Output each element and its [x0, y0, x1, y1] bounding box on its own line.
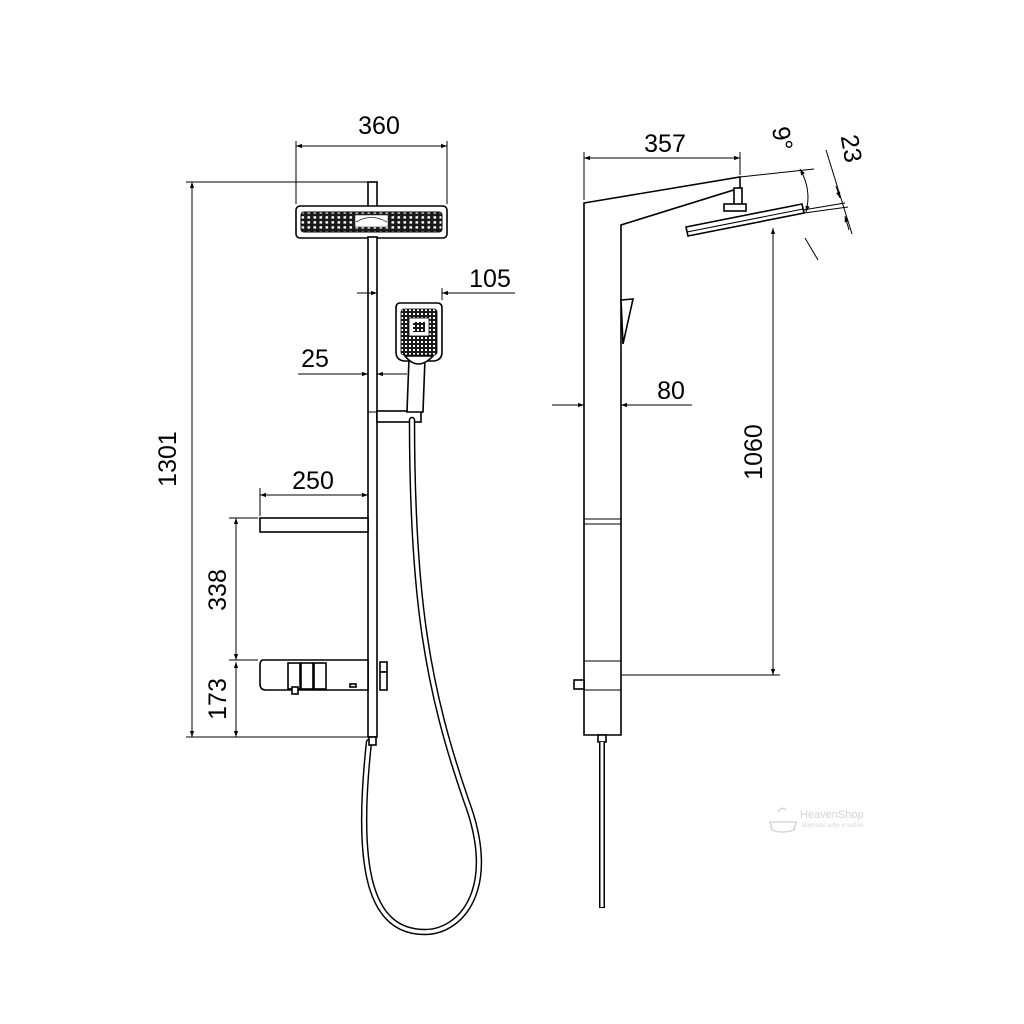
label-80: 80 — [657, 377, 685, 405]
label-360: 360 — [358, 112, 400, 140]
dimension-head-width: 360 — [295, 112, 448, 204]
label-250: 250 — [292, 467, 334, 495]
side-knob — [573, 679, 585, 690]
upper-shelf — [259, 517, 369, 533]
label-25: 25 — [301, 345, 329, 373]
side-column — [583, 176, 741, 736]
dimension-head-thickness: 23 — [803, 132, 867, 261]
label-338: 338 — [204, 569, 232, 611]
dimension-head-tilt: 9° — [739, 124, 846, 213]
dimension-arm-length: 357 — [583, 130, 741, 200]
riser-top-cap — [367, 181, 378, 209]
riser-column — [367, 236, 378, 738]
heavenshop-watermark: HeavenShop doprajte sebe a vašim — [768, 807, 864, 833]
thermostat-shelf — [259, 659, 388, 695]
dimension-shelf-spacing: 338 — [204, 517, 258, 661]
hand-shower — [395, 302, 443, 413]
label-9-degrees: 9° — [766, 124, 798, 152]
dimension-shelf-width: 250 — [259, 467, 368, 516]
water-inlet — [368, 736, 377, 746]
label-173: 173 — [204, 678, 232, 720]
label-357: 357 — [644, 130, 686, 158]
overhead-shower-head — [295, 205, 448, 239]
front-view: 360 105 25 250 1301 — [154, 112, 515, 936]
dimension-thermostat-height: 173 — [204, 662, 239, 737]
label-1301: 1301 — [154, 431, 182, 487]
label-105: 105 — [469, 265, 511, 293]
label-23: 23 — [835, 132, 867, 164]
dimension-overall-height: 1301 — [154, 181, 368, 738]
watermark-tagline: doprajte sebe a vašim — [802, 821, 863, 829]
side-diverter-handle — [620, 298, 635, 345]
dimension-handshower-width: 105 — [357, 265, 515, 300]
label-1060: 1060 — [740, 424, 768, 480]
dimension-column-depth: 80 — [552, 377, 692, 408]
watermark-brand: HeavenShop — [800, 809, 864, 821]
bathtub-logo-icon — [768, 807, 798, 833]
side-view: 357 9° 23 80 1060 — [552, 124, 867, 908]
handshower-holder — [376, 410, 422, 423]
dimension-head-height: 1060 — [621, 228, 780, 676]
dimension-handshower-offset: 25 — [298, 345, 407, 377]
